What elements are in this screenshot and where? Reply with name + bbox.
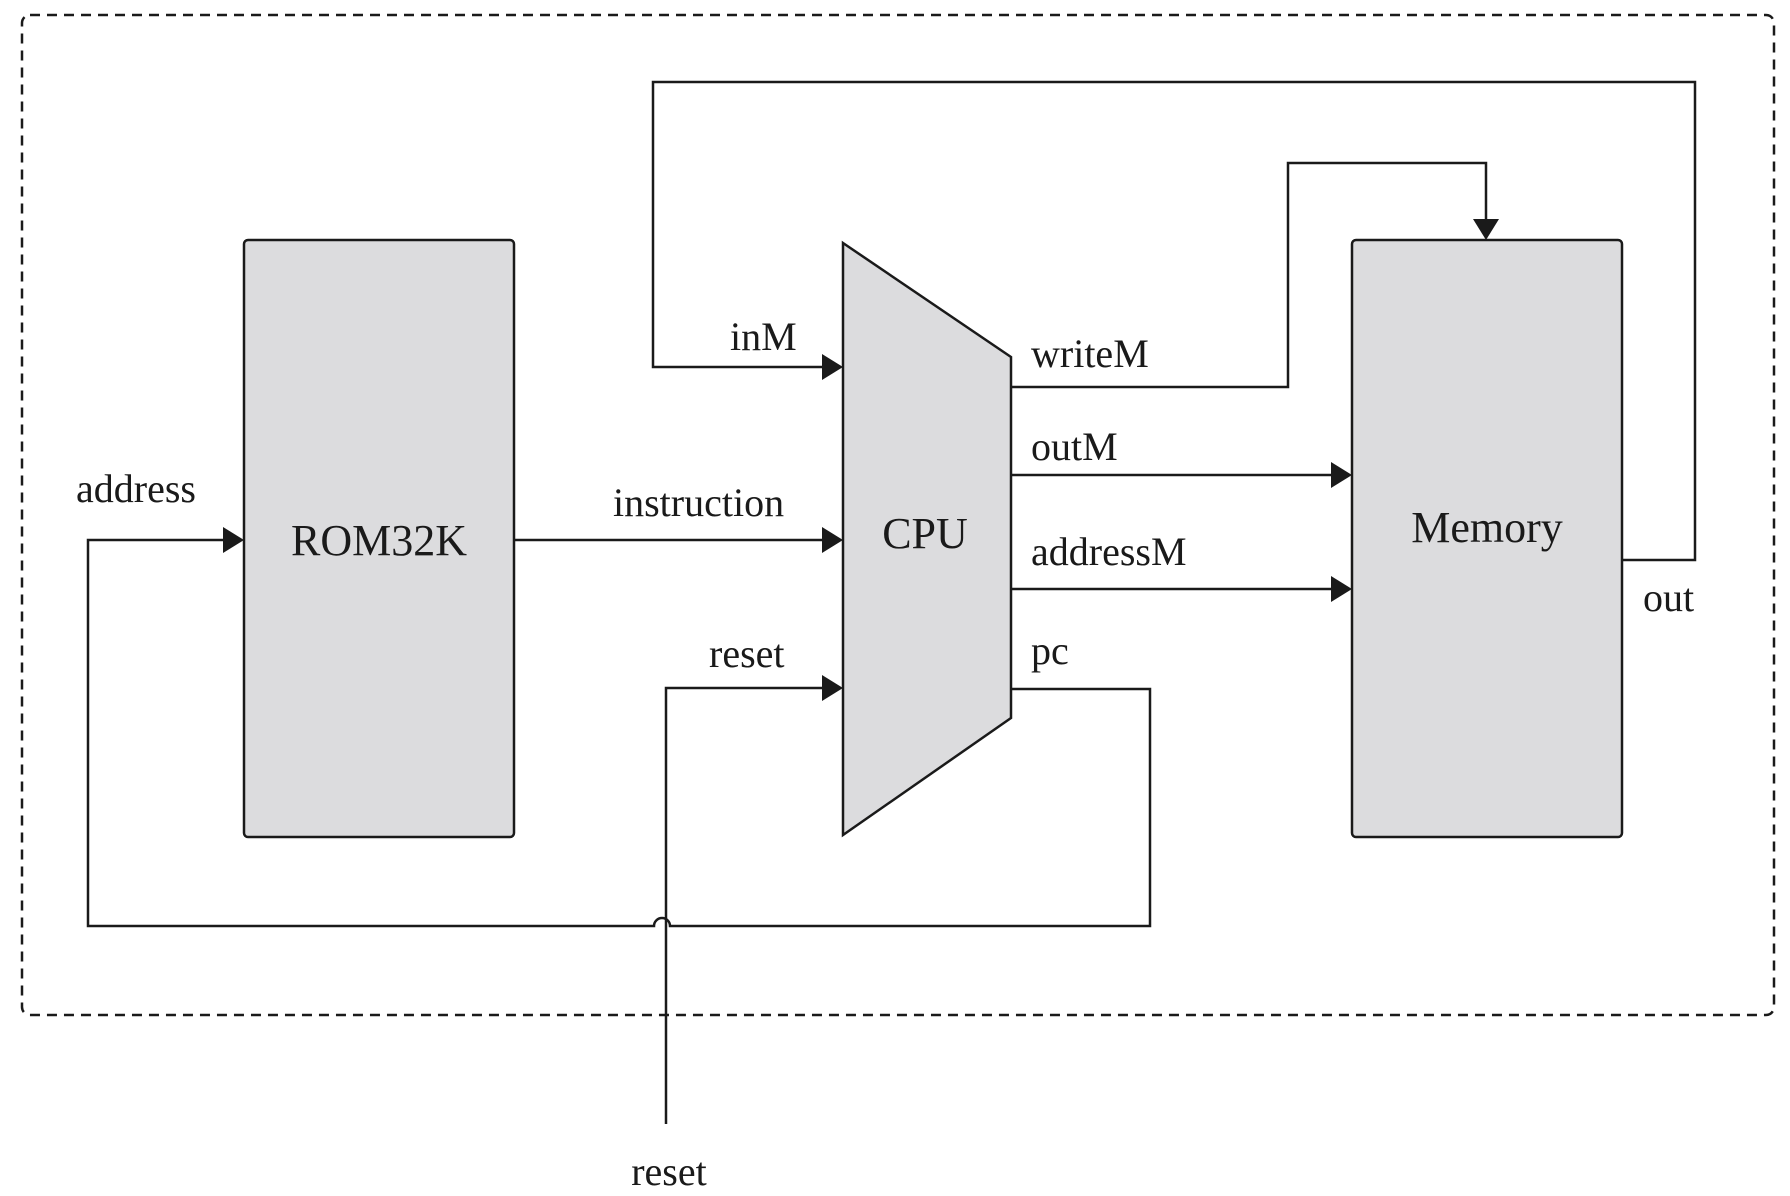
pc-pin-label: pc — [1031, 628, 1069, 673]
instruction-arrowhead — [822, 527, 843, 553]
out-pin-label: out — [1643, 575, 1694, 620]
computer-boundary-frame — [20, 13, 1776, 1017]
addressM-arrowhead — [1331, 576, 1352, 602]
rom32k-label: ROM32K — [291, 516, 467, 565]
inM-arrowhead — [822, 354, 843, 380]
out-to-inM-wire — [651, 80, 1697, 562]
writeM-pin-label: writeM — [1031, 331, 1149, 376]
instruction-pin-label: instruction — [613, 480, 784, 525]
reset-arrowhead — [822, 675, 843, 701]
addressM-pin-label: addressM — [1031, 529, 1187, 574]
reset-pin-label: reset — [709, 631, 785, 676]
address-pin-label: address — [76, 466, 196, 511]
pc-to-address-wire — [86, 538, 1152, 928]
cpu-label: CPU — [882, 509, 968, 558]
writeM-arrowhead — [1473, 219, 1499, 240]
reset-wire — [664, 686, 822, 1124]
rom32k-block — [242, 238, 516, 839]
cpu-block — [841, 240, 1013, 838]
outM-pin-label: outM — [1031, 424, 1118, 469]
outM-arrowhead — [1331, 462, 1352, 488]
address-arrowhead — [223, 527, 244, 553]
memory-block — [1350, 238, 1624, 839]
reset-external-label: reset — [631, 1149, 707, 1194]
inM-pin-label: inM — [730, 314, 797, 359]
writeM-wire — [1011, 161, 1488, 389]
memory-label: Memory — [1411, 503, 1563, 552]
